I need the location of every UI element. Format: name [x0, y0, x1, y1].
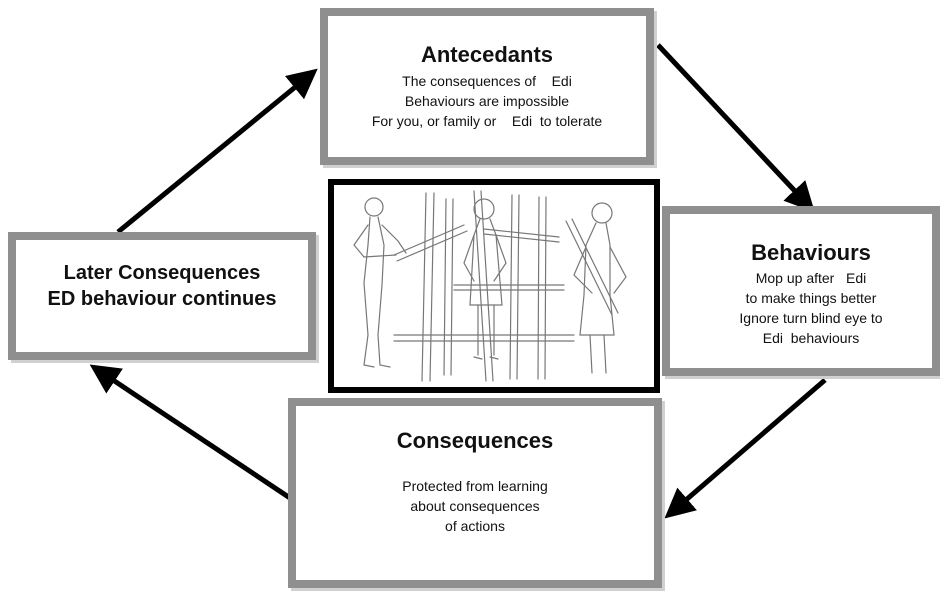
behaviours-line-2: to make things better [745, 290, 877, 306]
antecedants-title: Antecedants [420, 42, 554, 67]
consequences-line-3: of actions [445, 518, 505, 534]
consequences-line-1: Protected from learning [402, 478, 548, 494]
behaviours-line-3: Ignore turn blind eye to [739, 310, 883, 326]
sketch-of-people-among-poles-icon [353, 190, 627, 382]
antecedants-box: Antecedants The consequences of Edi Beha… [320, 8, 654, 165]
behaviours-line-4: Edi behaviours [762, 330, 860, 346]
antecedants-line-2: Behaviours are impossible [404, 93, 570, 109]
consequences-title: Consequences [396, 428, 554, 453]
antecedants-line-1: The consequences of Edi [402, 73, 572, 89]
arrow-antecedants-to-behaviours [656, 43, 815, 213]
arrow-consequences-to-later [89, 364, 292, 501]
later-consequences-box: Later Consequences ED behaviour continue… [8, 232, 316, 360]
consequences-line-2: about consequences [410, 498, 540, 514]
later-line-2: ED behaviour continues [47, 288, 277, 310]
arrow-later-to-antecedants [116, 68, 318, 234]
arrow-behaviours-to-consequences [664, 378, 827, 519]
behaviours-title: Behaviours [751, 240, 871, 265]
consequences-box: Consequences Protected from learning abo… [288, 398, 662, 588]
sketch-illustration [328, 179, 660, 393]
behaviours-line-1: Mop up after Edi [755, 270, 867, 286]
behaviours-box: Behaviours Mop up after Edi to make thin… [662, 206, 940, 376]
later-line-1: Later Consequences [63, 262, 261, 284]
antecedants-line-3: For you, or family or Edi to tolerate [371, 113, 603, 129]
